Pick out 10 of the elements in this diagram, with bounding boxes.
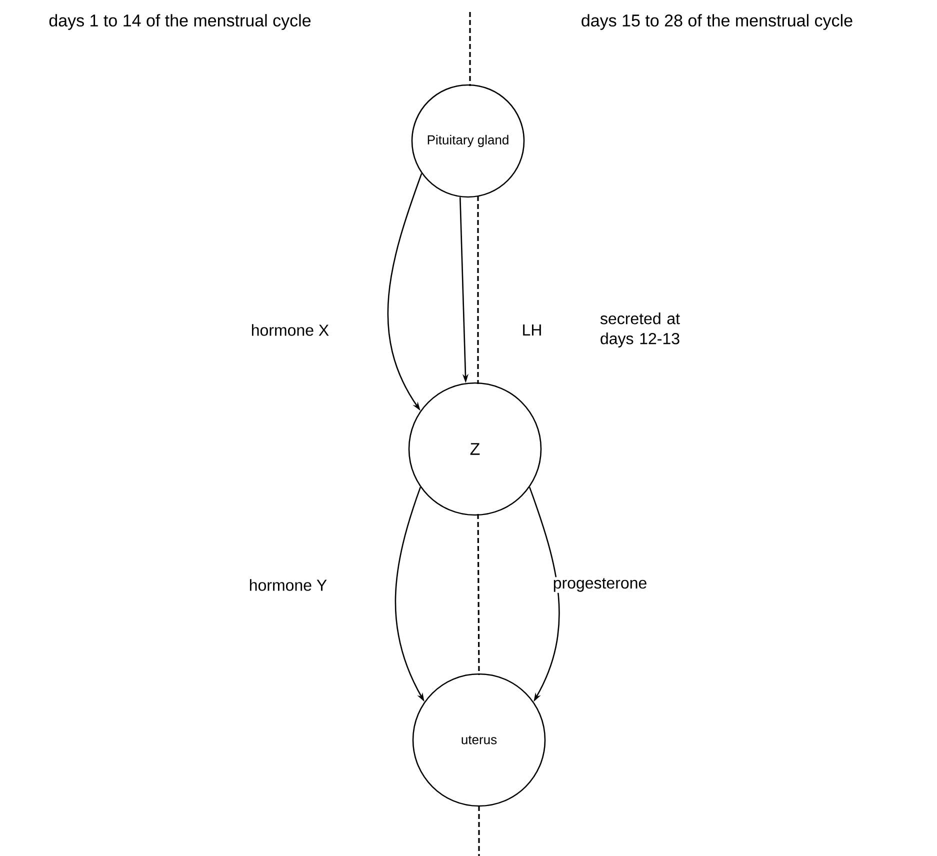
heading: days 15 to 28 of the menstrual cycle (582, 14, 852, 30)
edge-label: LH (520, 323, 544, 336)
text-label: secreted at days 12-13 (600, 312, 680, 348)
edge-label: progesterone (552, 577, 648, 593)
circle-node: uterus (412, 673, 546, 807)
edge-label: hormone Y (248, 578, 328, 592)
circle-node: Pituitary gland (411, 84, 525, 198)
circle-node: Z (408, 382, 542, 516)
heading: days 1 to 14 of the menstrual cycle (49, 14, 311, 30)
edge-label: hormone X (250, 323, 330, 337)
